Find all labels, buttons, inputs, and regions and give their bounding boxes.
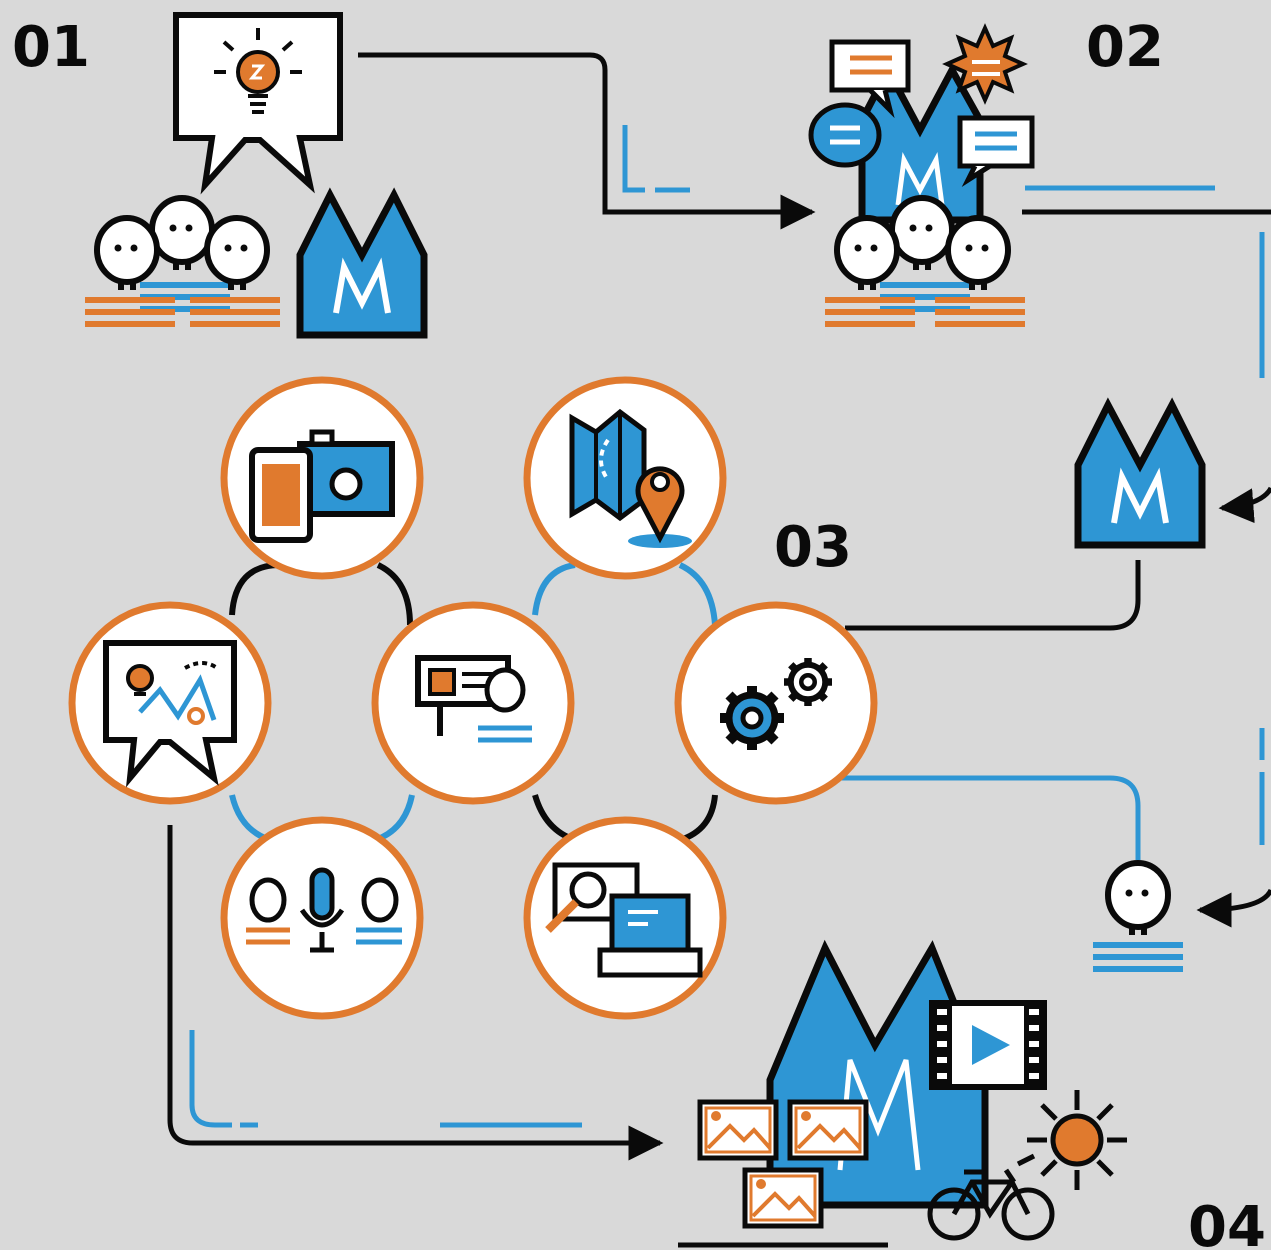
lightbulb-idea-speech-bubble-icon [173,12,343,195]
step-01-group [85,12,424,335]
discussion-speech-bubbles-icon [808,23,1035,187]
group-of-people-icon [85,198,280,324]
sun-icon [1027,1090,1127,1190]
bicycle-icon [927,1153,1055,1241]
hub-circle-research-laptop [523,816,727,1020]
step-04-group [700,939,1127,1241]
step-02-label: 02 [1086,15,1164,80]
hub-circle-gears [674,601,878,805]
presentation-speaker-icon [415,655,532,743]
cathedral-logo-icon [300,195,424,335]
step-01-label: 01 [12,15,90,80]
camera-smartphone-icon [249,429,395,543]
idea-whiteboard-icon [103,640,237,788]
search-laptop-icon [545,862,703,978]
connector-lines [167,52,1271,1248]
hub-circle-presentation [371,601,575,805]
hub-circle-map-pin [523,376,727,580]
group-of-people-icon [825,198,1025,324]
gears-icon [720,658,832,750]
step-03-label: 03 [774,515,852,580]
step-02-group [808,23,1035,324]
step-04-label: 04 [1188,1195,1266,1250]
hub-circle-interview [220,816,424,1020]
cathedral-logo-icon [1078,405,1202,545]
person-icon [1093,863,1183,969]
interview-microphone-icon [246,867,402,953]
hub-circle-camera-phone [220,376,424,580]
hub-circle-idea-whiteboard [68,601,272,805]
step-03-group [1078,405,1202,969]
video-player-icon [929,1000,1047,1090]
map-location-pin-icon [569,408,692,548]
